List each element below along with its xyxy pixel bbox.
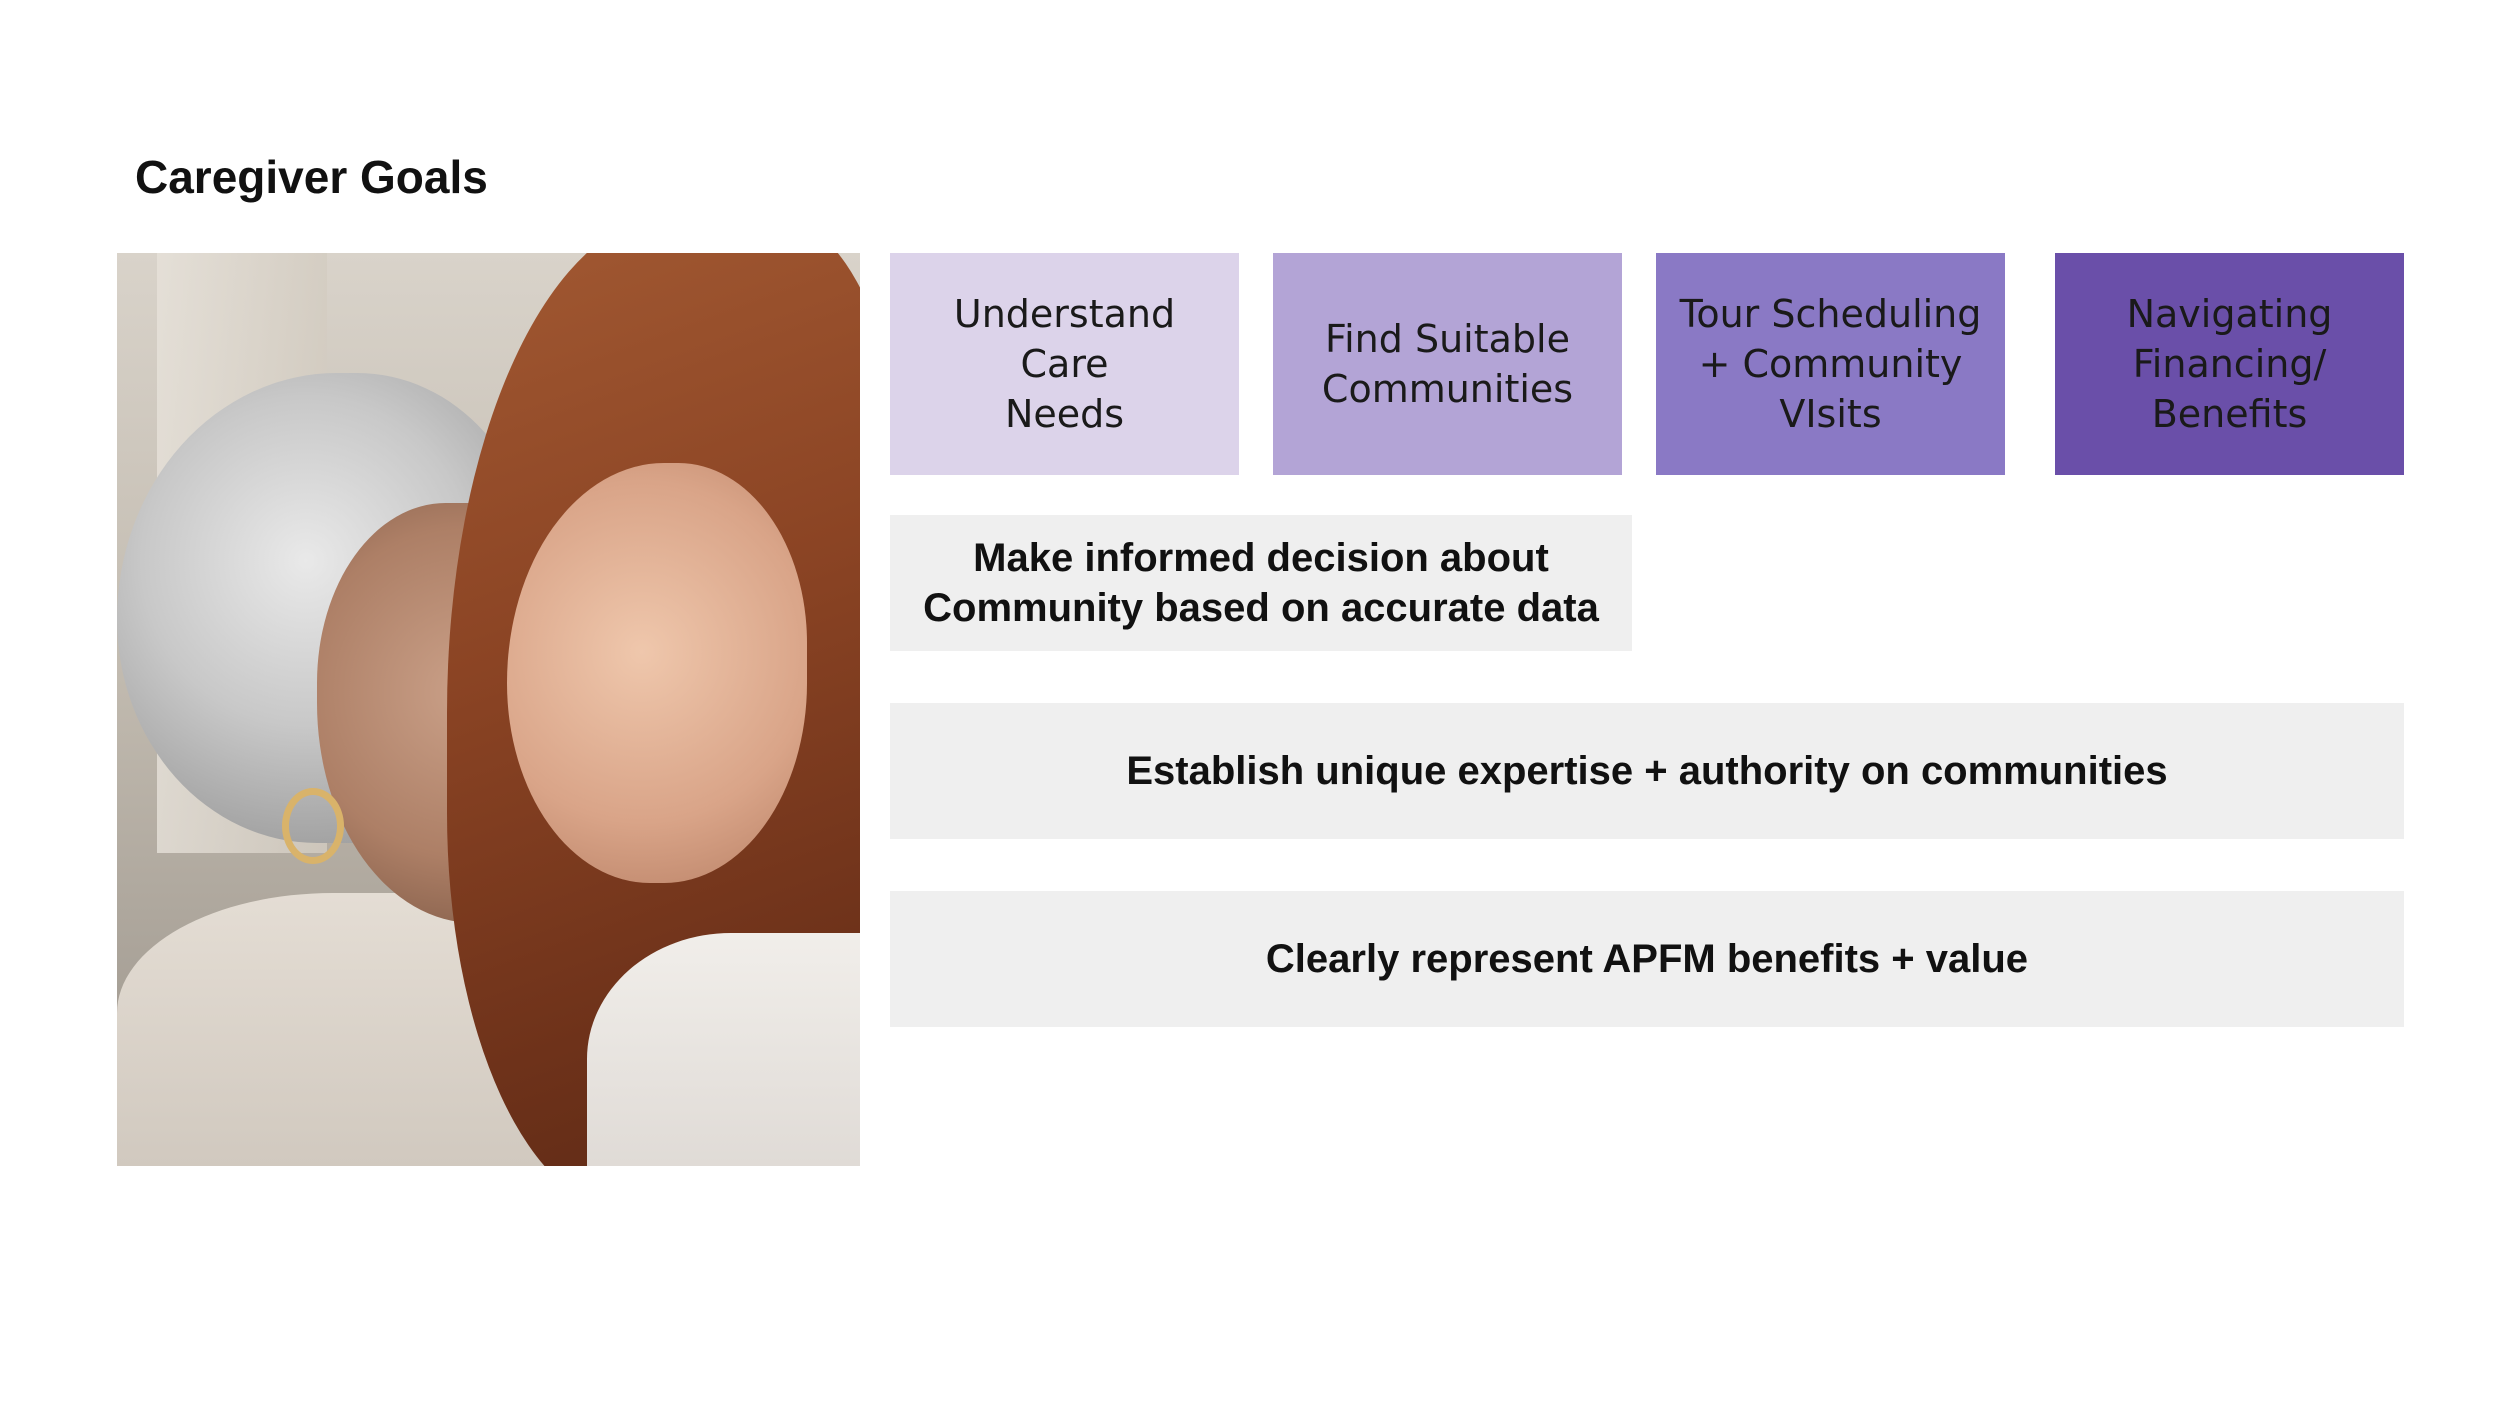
caregiver-photo [117,253,860,1166]
statement-apfm-benefits: Clearly represent APFM benefits + value [890,891,2404,1027]
younger-woman-body [587,933,860,1166]
goal-tour-scheduling: Tour Scheduling + Community VIsits [1656,253,2005,475]
goal-understand-care-needs: Understand Care Needs [890,253,1239,475]
statement-informed-decision: Make informed decision about Community b… [890,515,1632,651]
earring [282,788,344,864]
younger-woman-face [507,463,807,883]
slide-title: Caregiver Goals [135,151,488,203]
goal-find-suitable-communities: Find Suitable Communities [1273,253,1622,475]
goal-navigating-financing: Navigating Financing/ Benefits [2055,253,2404,475]
statement-establish-expertise: Establish unique expertise + authority o… [890,703,2404,839]
